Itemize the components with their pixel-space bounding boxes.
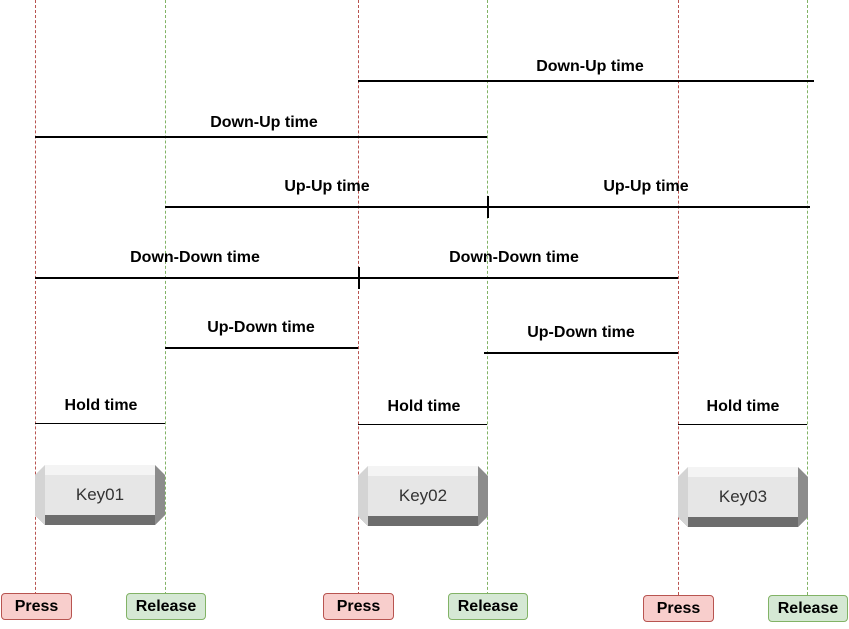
key02-release-badge: Release bbox=[448, 593, 528, 620]
down-down-time-divider bbox=[358, 267, 360, 289]
down-down-time-label-2: Down-Down time bbox=[449, 249, 579, 266]
key03-label: Key03 bbox=[688, 477, 798, 517]
key01-keycap: Key01 bbox=[35, 465, 165, 525]
hold-time-line-2 bbox=[358, 424, 487, 425]
down-up-time-line-2 bbox=[358, 80, 814, 82]
hold-time-label-1: Hold time bbox=[64, 397, 138, 414]
up-down-time-line-1 bbox=[165, 347, 358, 349]
up-down-time-label-2: Up-Down time bbox=[527, 324, 635, 341]
up-up-time-label-1: Up-Up time bbox=[284, 178, 370, 195]
up-down-time-label-1: Up-Down time bbox=[207, 319, 315, 336]
key02-press-badge: Press bbox=[323, 593, 394, 620]
up-up-time-label-2: Up-Up time bbox=[603, 178, 689, 195]
hold-time-line-3 bbox=[678, 424, 807, 425]
key03-keycap: Key03 bbox=[678, 467, 808, 527]
key03-press-badge: Press bbox=[643, 595, 714, 622]
key03-release-line bbox=[807, 0, 808, 610]
up-down-time-line-2 bbox=[484, 352, 678, 354]
hold-time-line-1 bbox=[35, 423, 165, 424]
hold-time-label-2: Hold time bbox=[387, 398, 461, 415]
down-up-time-line-1 bbox=[35, 136, 487, 138]
key02-press-line bbox=[358, 0, 359, 610]
key03-release-badge: Release bbox=[768, 595, 848, 622]
up-up-time-divider bbox=[487, 196, 489, 218]
down-down-time-label-1: Down-Down time bbox=[130, 249, 260, 266]
key02-label: Key02 bbox=[368, 476, 478, 516]
key02-keycap: Key02 bbox=[358, 466, 488, 526]
down-down-time-line bbox=[35, 277, 678, 279]
hold-time-label-3: Hold time bbox=[706, 398, 780, 415]
key01-press-line bbox=[35, 0, 36, 610]
key01-release-badge: Release bbox=[126, 593, 206, 620]
key01-press-badge: Press bbox=[1, 593, 72, 620]
down-up-time-label-2: Down-Up time bbox=[536, 58, 644, 75]
down-up-time-label-1: Down-Up time bbox=[210, 114, 318, 131]
key01-label: Key01 bbox=[45, 475, 155, 515]
key03-press-line bbox=[678, 0, 679, 610]
key02-release-line bbox=[487, 0, 488, 610]
key01-release-line bbox=[165, 0, 166, 610]
